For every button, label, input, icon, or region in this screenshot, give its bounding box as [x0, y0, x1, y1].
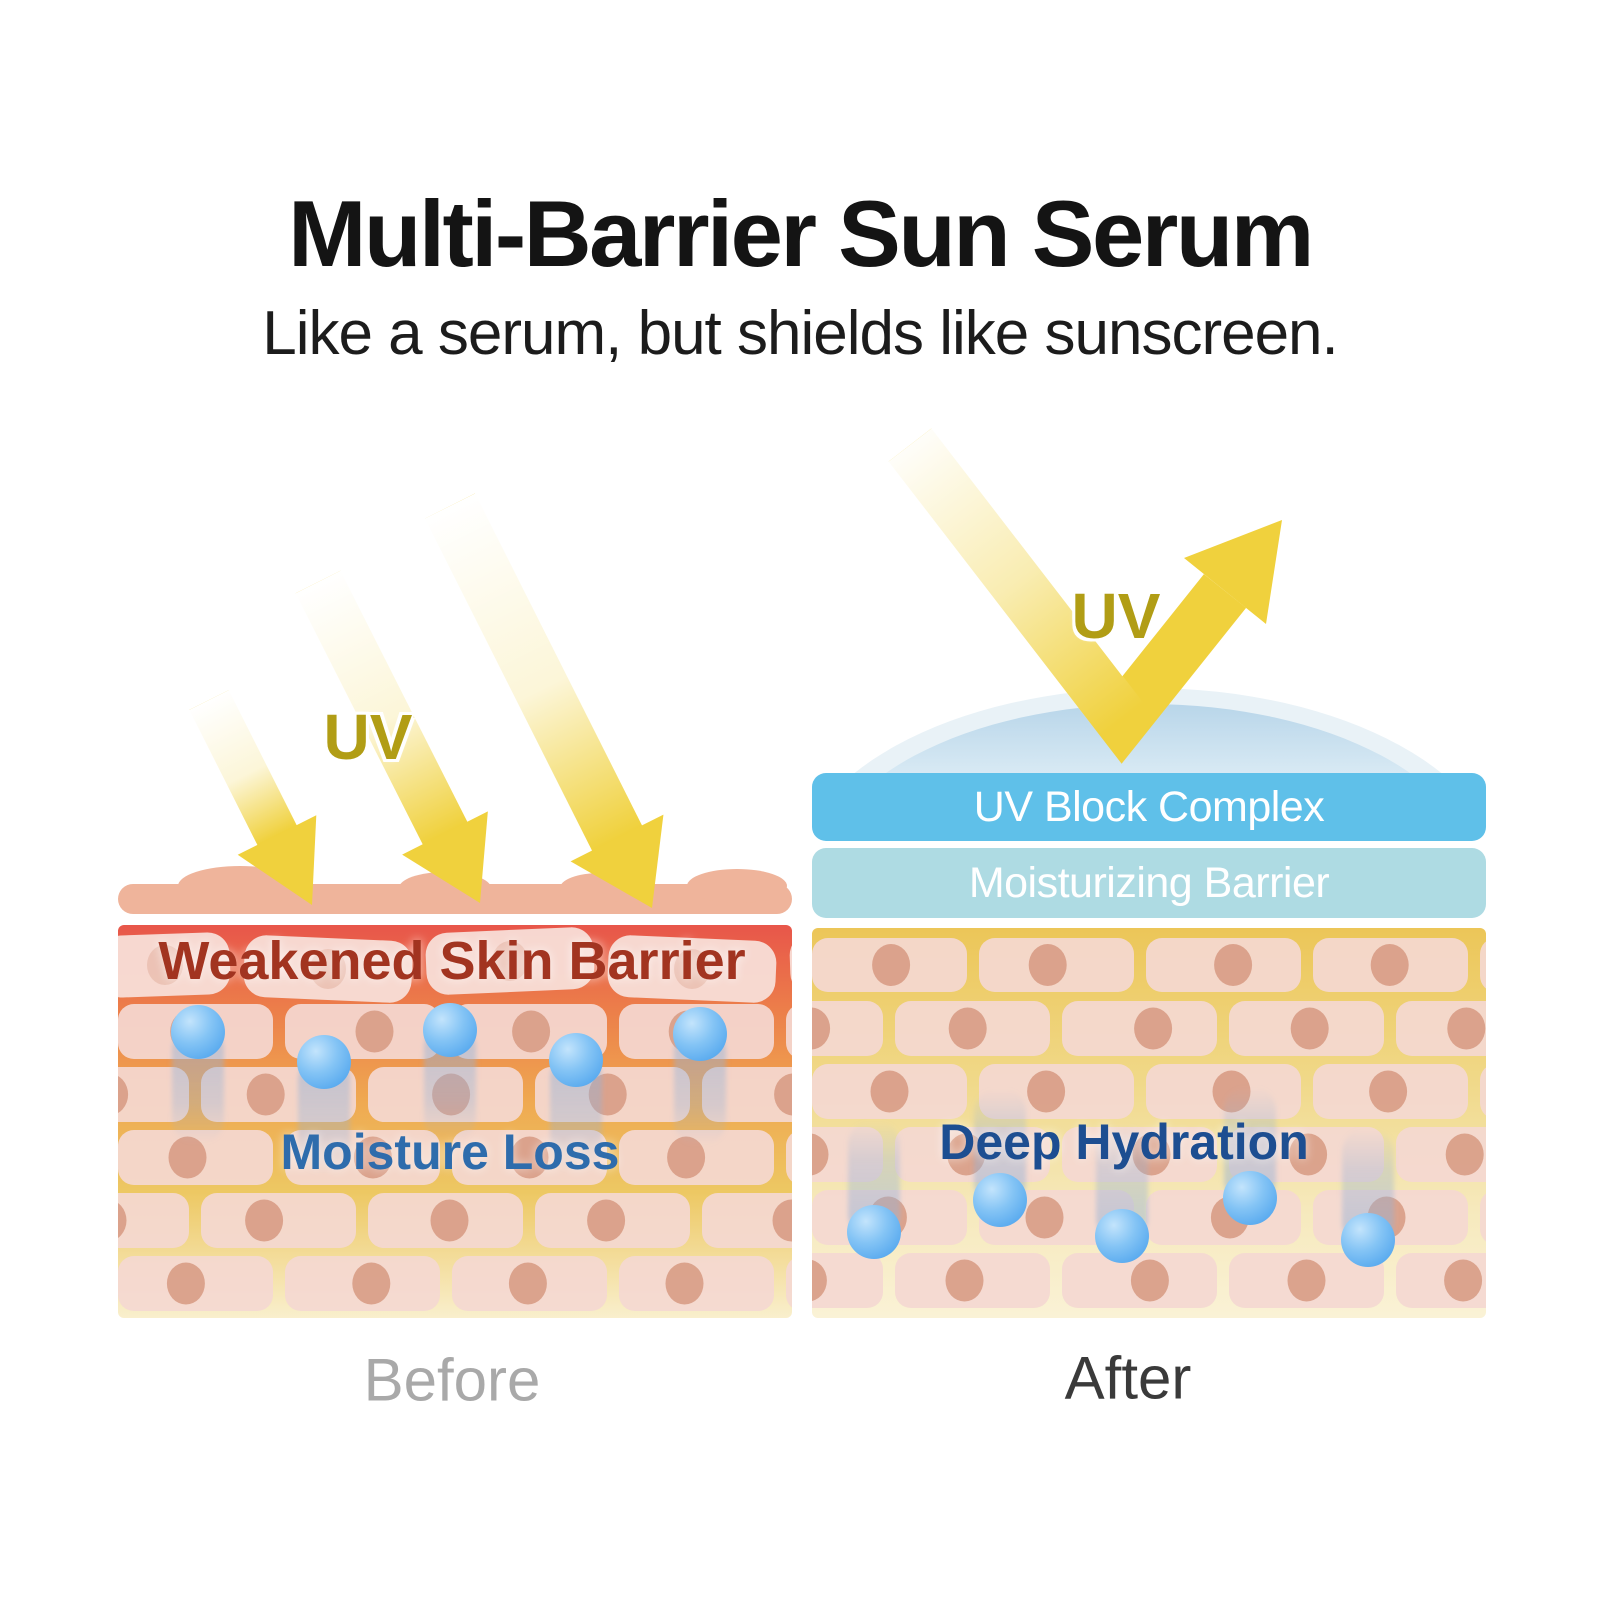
moisture-loss-label: Moisture Loss — [280, 1124, 620, 1180]
uv-label-after: UV — [1071, 580, 1161, 652]
skin-cross-section-after — [812, 928, 1486, 1318]
uv-rays-before — [188, 493, 664, 908]
deep-hydration-label: Deep Hydration — [939, 1114, 1309, 1170]
page-subtitle: Like a serum, but shields like sunscreen… — [262, 299, 1339, 368]
skin-cross-section-before — [118, 925, 792, 1318]
uv-label-before: UV — [323, 701, 413, 773]
moisturizing-barrier-label: Moisturizing Barrier — [968, 858, 1330, 907]
page-title: Multi-Barrier Sun Serum — [288, 181, 1314, 286]
uv-block-complex-label: UV Block Complex — [973, 782, 1325, 831]
uv-ray-after — [888, 428, 1282, 764]
before-caption: Before — [363, 1346, 541, 1414]
weakened-skin-barrier-label: Weakened Skin Barrier — [158, 931, 746, 991]
after-caption: After — [1064, 1344, 1192, 1412]
uv-block-complex-band: UV Block Complex — [812, 773, 1486, 841]
moisturizing-barrier-band: Moisturizing Barrier — [812, 848, 1486, 918]
